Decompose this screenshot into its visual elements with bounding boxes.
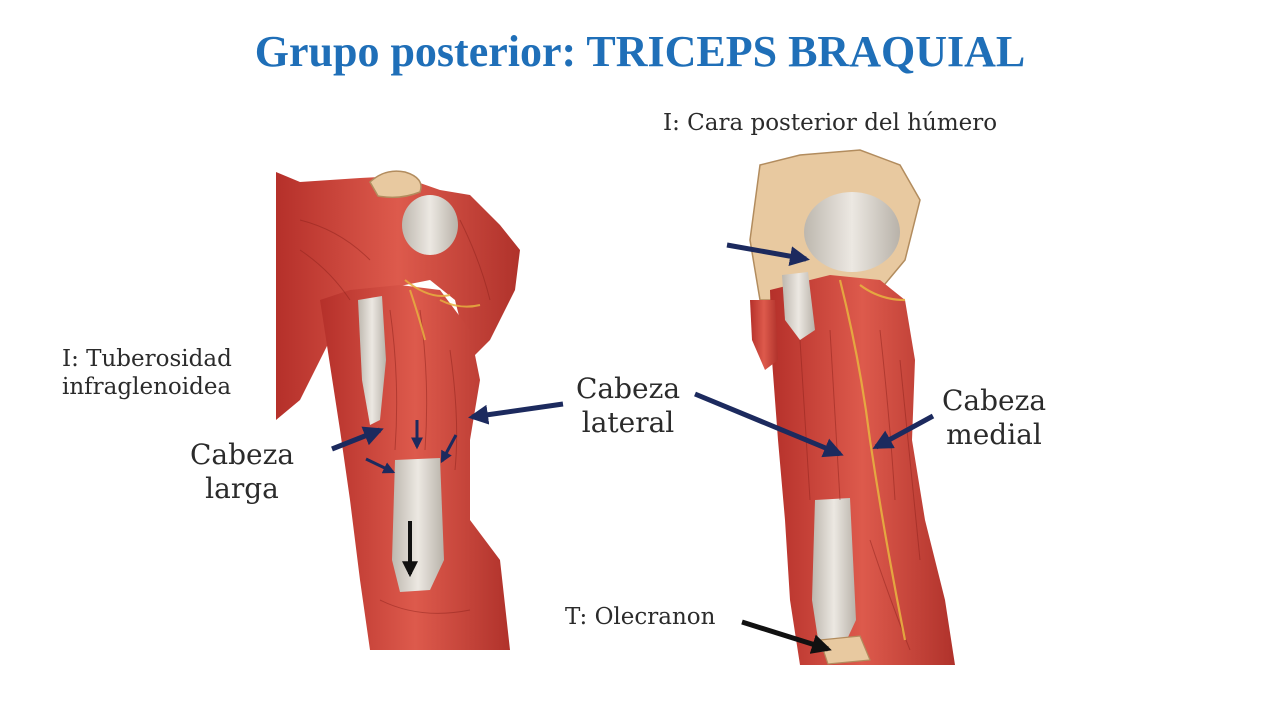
- left-arm-illustration: [276, 170, 520, 650]
- left-deltoid: [276, 172, 520, 420]
- arrow-small-3: [440, 434, 458, 464]
- label-humerus-insertion-text: I: Cara posterior del húmero: [663, 110, 998, 136]
- arrow-humerus-insertion: [726, 242, 810, 267]
- label-medial-head-line2: medial: [946, 418, 1042, 452]
- label-olecranon-text: T: Olecranon: [565, 604, 716, 630]
- label-long-head: Cabeza larga: [182, 438, 302, 506]
- arrow-lateral-head-left: [468, 401, 564, 425]
- right-deltoid-edge: [750, 300, 778, 370]
- arrow-lateral-head-right: [694, 391, 844, 458]
- label-humerus-insertion: I: Cara posterior del húmero: [663, 109, 997, 137]
- left-long-head-tendon: [358, 296, 386, 425]
- left-triceps-tendon: [392, 458, 444, 592]
- arrows: [331, 242, 935, 654]
- slide-title: Grupo posterior: TRICEPS BRAQUIAL: [254, 27, 1026, 76]
- arrow-long-head: [331, 426, 384, 452]
- right-joint-capsule: [804, 192, 900, 272]
- label-long-head-line1: Cabeza: [189, 438, 295, 471]
- label-lateral-head: Cabeza lateral: [566, 372, 690, 440]
- label-olecranon: T: Olecranon: [565, 603, 715, 631]
- left-joint-capsule: [402, 195, 458, 255]
- label-lateral-head-line2: lateral: [581, 406, 675, 440]
- label-tuberosity: I: Tuberosidad infraglenoidea: [62, 345, 232, 401]
- label-tuberosity-line1: I: Tuberosidad: [62, 346, 232, 372]
- right-long-head-tendon: [782, 272, 815, 340]
- label-long-head-line2: larga: [205, 472, 279, 506]
- label-tuberosity-line2: infraglenoidea: [62, 374, 232, 401]
- right-triceps-tendon: [812, 498, 856, 652]
- arrow-olecranon: [741, 619, 832, 654]
- label-medial-head-line1: Cabeza: [941, 384, 1047, 417]
- arrow-small-1: [365, 457, 396, 474]
- label-medial-head: Cabeza medial: [932, 384, 1056, 452]
- label-lateral-head-line1: Cabeza: [575, 372, 681, 405]
- left-acromion-bone: [369, 170, 422, 199]
- right-arm-illustration: [749, 149, 955, 665]
- arrow-medial-head: [872, 413, 935, 450]
- right-olecranon-bone: [819, 635, 871, 665]
